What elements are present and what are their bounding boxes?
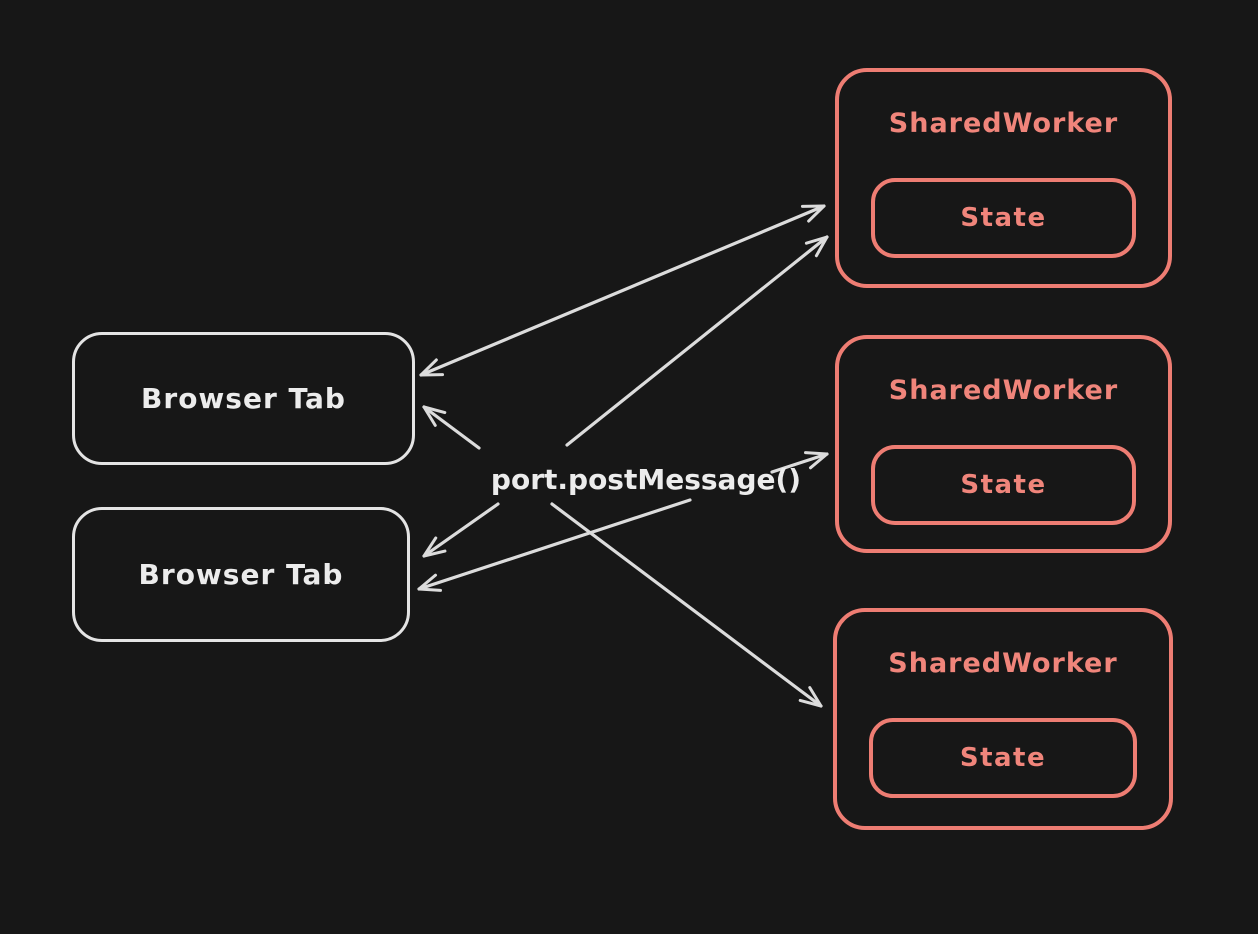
shared-worker-1-state-box: State <box>871 178 1136 258</box>
browser-tab-1-label: Browser Tab <box>141 382 346 415</box>
shared-worker-3-title: SharedWorker <box>888 648 1118 679</box>
shared-worker-3-state-box: State <box>869 718 1137 798</box>
shared-worker-2-state-box: State <box>871 445 1136 525</box>
browser-tab-2-label: Browser Tab <box>138 558 344 591</box>
node-shared-worker-1: SharedWorker State <box>835 68 1172 288</box>
shared-worker-1-state-label: State <box>960 203 1047 233</box>
arrow-port-postmessage-label-to-browser-tab-2 <box>422 502 500 558</box>
node-browser-tab-1: Browser Tab <box>72 332 415 465</box>
node-shared-worker-2: SharedWorker State <box>835 335 1172 553</box>
arrow-port-postmessage-label-to-browser-tab-2 <box>417 498 692 592</box>
shared-worker-2-title: SharedWorker <box>888 375 1119 406</box>
shared-worker-1-title: SharedWorker <box>888 108 1119 139</box>
port-postmessage-label: port.postMessage() <box>490 462 802 496</box>
node-browser-tab-2: Browser Tab <box>72 507 410 642</box>
arrow-port-postmessage-label-to-shared-worker-3 <box>550 502 823 708</box>
arrow-port-postmessage-label-to-browser-tab-1 <box>422 405 481 450</box>
shared-worker-2-state-label: State <box>960 470 1047 500</box>
node-shared-worker-3: SharedWorker State <box>833 608 1173 830</box>
arrow-browser-tab-1-to-shared-worker-1 <box>419 204 826 377</box>
arrow-port-postmessage-label-to-shared-worker-1 <box>565 235 829 447</box>
shared-worker-3-state-label: State <box>959 743 1047 773</box>
